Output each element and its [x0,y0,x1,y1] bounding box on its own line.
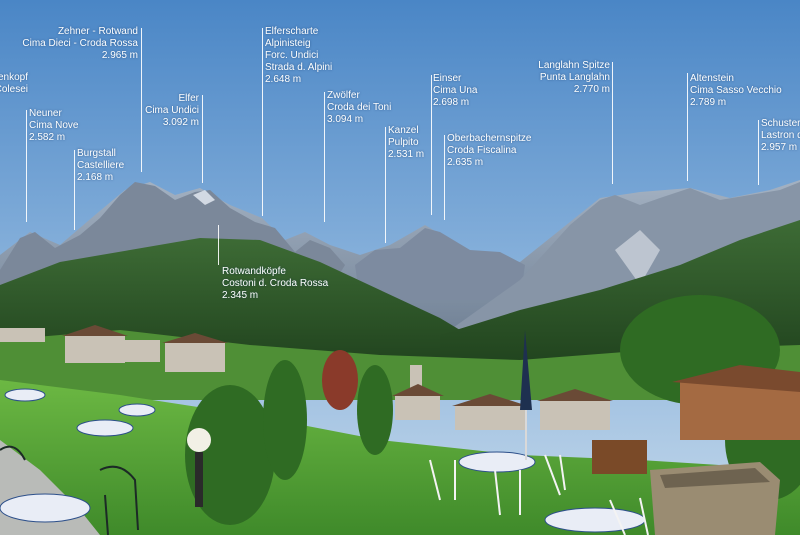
peak-label: Kanzel Pulpito 2.531 m [388,125,424,161]
peak-name-it: Croda Fiscalina [447,145,517,156]
peak-altitude: 2.168 m [77,172,114,183]
peak-name-de: Burgstall [77,148,116,159]
peak-name-it: Lastron d… [761,130,800,141]
peak-name-it: Pulpito [388,137,419,148]
peak-altitude: 2.789 m [690,97,727,108]
peak-name-it: Costoni d. Croda Rossa [222,278,329,289]
peak-altitude: 2.965 m [101,50,138,61]
pointer-line [431,75,432,215]
peak-name-it: Cima Sasso Vecchio [690,85,782,96]
peak-label: Langlahn Spitze Punta Langlahn 2.770 m [538,60,610,96]
peak-altitude: 2.648 m [265,74,302,85]
pointer-line [202,95,203,183]
pointer-line [444,135,445,220]
pointer-line [218,225,219,265]
pointer-line [385,127,386,243]
peak-altitude: 2.582 m [29,132,66,143]
pointer-line [26,110,27,222]
peak-label: …enkopf Colesei [0,72,28,96]
peak-altitude: 2.957 m [761,142,798,153]
peak-name-it: Cima Undici [145,105,199,116]
peak-label: Einser Cima Una 2.698 m [433,73,477,109]
peak-name-it: Cima Dieci - Croda Rossa [22,38,138,49]
peak-name-de: Langlahn Spitze [538,60,610,71]
forest-left [0,238,460,360]
chalet-roof [672,365,800,392]
peak-name-it2: Strada d. Alpini [265,62,333,73]
peak-name-it: Cima Una [433,85,478,96]
garden-chairs [429,454,649,535]
center-peak [355,228,525,300]
peak-name-de: Rotwandköpfe [222,266,286,277]
peak-label: Elferscharte Alpinisteig Forc. Undici St… [265,26,332,86]
garden-lamp [187,428,211,452]
pointer-line [141,28,142,172]
peak-altitude: 3.094 m [327,114,364,125]
parasol [520,330,532,410]
peak-name-de: Kanzel [388,125,419,136]
peak-altitude: 3.092 m [162,117,199,128]
pointer-line [612,62,613,184]
peak-label: Zwölfer Croda dei Toni 3.094 m [327,90,391,126]
peak-name-de: Neuner [29,108,62,119]
peak-name-it: Castelliere [77,160,125,171]
peak-altitude: 2.770 m [573,84,610,95]
roof-tops [62,325,613,406]
peak-name-it: Colesei [0,84,28,95]
peak-name-it: Forc. Undici [265,50,319,61]
peak-name-de: Zehner - Rotwand [57,26,138,37]
peak-name-de2: Alpinisteig [265,38,311,49]
peak-label: Zehner - Rotwand Cima Dieci - Croda Ross… [22,26,138,62]
iron-chair [0,445,139,535]
peak-label: Altenstein Cima Sasso Vecchio 2.789 m [690,73,782,109]
peak-label: Schuster… Lastron d… 2.957 m [761,118,800,154]
pointer-line [74,150,75,230]
peak-label: Neuner Cima Nove 2.582 m [29,108,78,144]
peak-label: Elfer Cima Undici 3.092 m [145,93,199,129]
peak-altitude: 2.531 m [388,149,425,160]
peak-label: Oberbachernspitze Croda Fiscalina 2.635 … [447,133,532,169]
peak-name-it: Punta Langlahn [539,72,610,83]
peak-name-de: Elfer [178,93,199,104]
peak-altitude: 2.698 m [433,97,470,108]
peak-name-de: Altenstein [690,73,734,84]
wooden-bench [592,440,647,474]
garden-tables [0,388,646,533]
scree-slope [615,230,660,285]
snow-patch [193,190,215,205]
peak-label: Burgstall Castelliere 2.168 m [77,148,124,184]
peak-altitude: 2.635 m [447,157,484,168]
peak-name-de: Zwölfer [327,90,360,101]
peak-name-de: Oberbachernspitze [447,133,532,144]
peak-name-it: Croda dei Toni [327,102,392,113]
peak-label: Rotwandköpfe Costoni d. Croda Rossa 2.34… [222,266,328,302]
peak-name-it: Cima Nove [29,120,79,131]
pointer-line [262,28,263,216]
peak-name-de: …enkopf [0,72,28,83]
pointer-line [758,120,759,185]
pointer-line [687,73,688,181]
peak-name-de: Elferscharte [265,26,319,37]
peak-name-de: Schuster… [761,118,800,129]
pointer-line [324,92,325,222]
peak-altitude: 2.345 m [222,290,259,301]
peak-name-de: Einser [433,73,462,84]
